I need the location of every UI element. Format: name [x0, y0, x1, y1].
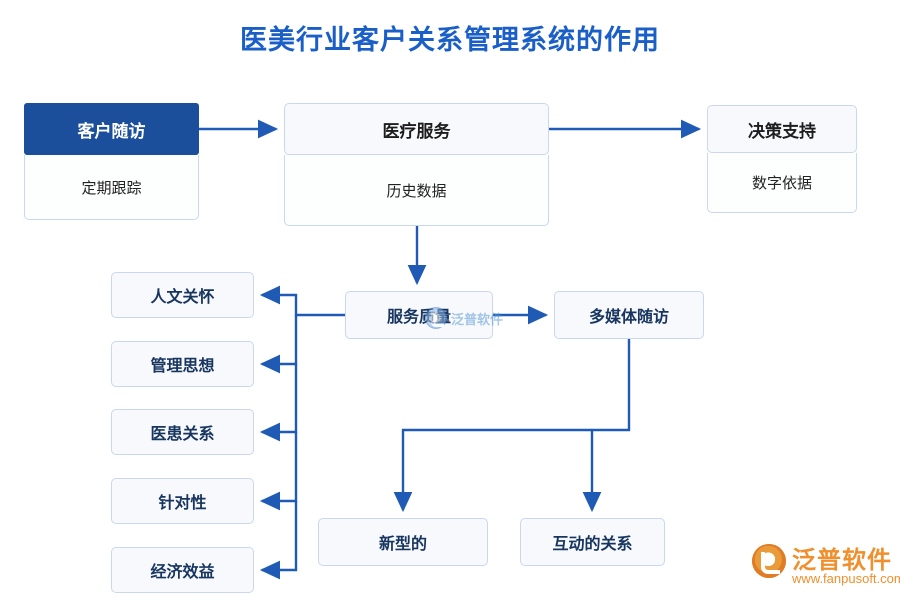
- fanpu-globe-icon: [425, 307, 447, 329]
- node-label: 客户随访: [77, 121, 146, 141]
- globe-icon: [752, 544, 786, 578]
- node-label: 决策支持: [748, 121, 816, 141]
- node-label: 多媒体随访: [588, 309, 669, 326]
- node-label: 数字依据: [751, 175, 812, 192]
- node-ylfw[interactable]: 医疗服务: [284, 103, 549, 155]
- node-label: 医疗服务: [382, 121, 451, 141]
- node-jczc-body[interactable]: 数字依据: [707, 153, 857, 213]
- node-khsf-body[interactable]: 定期跟踪: [24, 155, 199, 220]
- node-label: 历史数据: [386, 182, 447, 200]
- node-yhgx[interactable]: 医患关系: [111, 409, 254, 455]
- node-label: 经济效益: [150, 564, 215, 581]
- node-label: 人文关怀: [150, 289, 215, 306]
- center-watermark-text: 泛普软件: [451, 311, 504, 327]
- brand-url: www.fanpusoft.com: [792, 571, 900, 586]
- node-label: 针对性: [158, 495, 207, 512]
- node-xxd[interactable]: 新型的: [318, 518, 488, 566]
- node-label: 互动的关系: [552, 536, 633, 553]
- node-label: 医患关系: [150, 426, 215, 443]
- page-title: 医美行业客户关系管理系统的作用: [240, 25, 660, 55]
- edge-fwzl-zdx: [259, 432, 298, 511]
- center-watermark: 泛普软件: [425, 303, 521, 333]
- node-hdgx[interactable]: 互动的关系: [520, 518, 665, 566]
- node-jczc[interactable]: 决策支持: [707, 105, 857, 153]
- node-label: 新型的: [378, 536, 427, 553]
- edge-fwzl-hhgx: [259, 364, 298, 442]
- node-rwgh[interactable]: 人文关怀: [111, 272, 254, 318]
- edge-fwzl-rwgh: [259, 285, 345, 317]
- node-zdx[interactable]: 针对性: [111, 478, 254, 524]
- brand-name: 泛普软件: [792, 547, 892, 574]
- edge-fwzl-jjxy: [259, 501, 298, 580]
- edge-fwzl-glsx: [259, 315, 298, 374]
- node-khsf[interactable]: 客户随访: [24, 103, 199, 155]
- brand-logo: 泛普软件 www.fanpusoft.com: [752, 540, 900, 592]
- edge-dmtsf-xxd: [393, 339, 631, 513]
- node-jjxy[interactable]: 经济效益: [111, 547, 254, 593]
- node-label: 管理思想: [150, 358, 215, 375]
- node-ylfw-body[interactable]: 历史数据: [284, 155, 549, 226]
- node-glsx[interactable]: 管理思想: [111, 341, 254, 387]
- node-dmtsf[interactable]: 多媒体随访: [554, 291, 704, 339]
- node-fwzl[interactable]: 服务质量: [345, 291, 493, 339]
- node-label: 定期跟踪: [81, 179, 142, 197]
